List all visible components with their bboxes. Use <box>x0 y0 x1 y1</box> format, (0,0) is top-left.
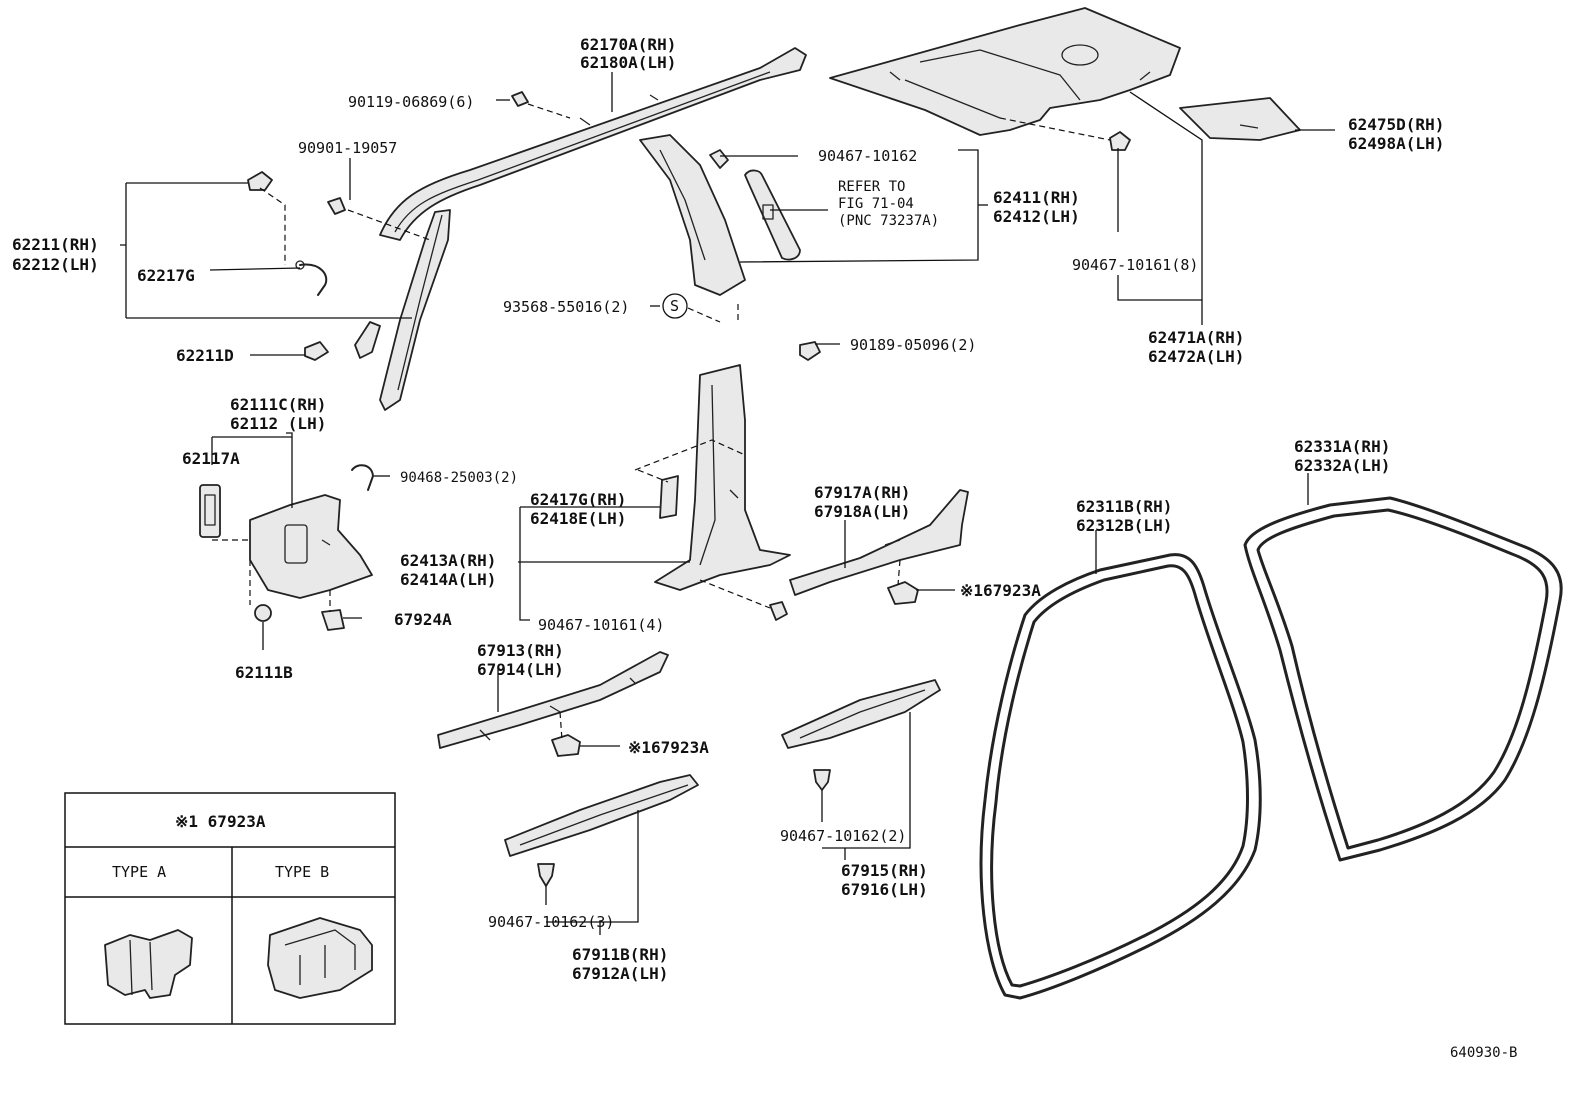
label-62411: 62411(RH) <box>993 188 1080 207</box>
dashed-assembly-lines <box>212 103 1111 741</box>
label-90467-10162-2: 90467-10162(2) <box>780 827 906 845</box>
screw-90467-10162-2 <box>813 769 831 791</box>
clip-type-a-drawing <box>104 929 193 999</box>
label-90468: 90468-25003(2) <box>400 470 518 486</box>
label-62212: 62212(LH) <box>12 255 99 274</box>
label-62311B: 62311B(RH) <box>1076 497 1172 516</box>
label-62111B: 62111B <box>235 663 293 682</box>
label-refer-to: REFER TO <box>838 179 905 195</box>
rear-scuff-67917A <box>789 489 969 596</box>
s-marker-circle <box>662 293 688 319</box>
scuff-plate-67911B <box>504 774 699 857</box>
label-62475D: 62475D(RH) <box>1348 115 1444 134</box>
label-167923A-front: ※167923A <box>628 738 709 757</box>
label-62312B: 62312B(LH) <box>1076 516 1172 535</box>
clip-90189-05096 <box>799 341 821 361</box>
clip-67924A <box>321 609 345 631</box>
scuff-plate-67915 <box>781 679 941 749</box>
label-62331A: 62331A(RH) <box>1294 437 1390 456</box>
cowl-side-trim-part <box>249 494 373 599</box>
label-62332A: 62332A(LH) <box>1294 456 1390 475</box>
label-90189: 90189-05096(2) <box>850 336 976 354</box>
label-67913: 67913(RH) <box>477 641 564 660</box>
assist-grip-part <box>744 169 801 261</box>
label-67916: 67916(LH) <box>841 880 928 899</box>
clip-90467-10161-8 <box>1109 131 1131 151</box>
figure-id: 640930-B <box>1450 1045 1517 1061</box>
label-90467-10162-3: 90467-10162(3) <box>488 913 614 931</box>
label-62412: 62412(LH) <box>993 207 1080 226</box>
clip-67923A-rear <box>887 581 919 605</box>
legend-type-a-label: TYPE A <box>112 863 166 881</box>
bolt-90119-06869 <box>511 91 529 107</box>
label-refer-fig: FIG 71-04 <box>838 196 914 212</box>
bolt-90901-19057 <box>327 197 346 215</box>
label-62417G: 62417G(RH) <box>530 490 626 509</box>
front-scuff-67913 <box>437 651 669 749</box>
label-62418E: 62418E(LH) <box>530 509 626 528</box>
clip-62111B <box>254 604 272 622</box>
label-62111C: 62111C(RH) <box>230 395 326 414</box>
label-62413A: 62413A(RH) <box>400 551 496 570</box>
label-67924A: 67924A <box>394 610 452 629</box>
label-62472A: 62472A(LH) <box>1148 347 1244 366</box>
clip-62211D <box>304 321 381 361</box>
label-93568: 93568-55016(2) <box>503 298 629 316</box>
legend-title: ※1 67923A <box>175 812 266 831</box>
label-90467-10161-8: 90467-10161(8) <box>1072 256 1198 274</box>
label-62211D: 62211D <box>176 346 234 365</box>
legend-type-b-label: TYPE B <box>275 863 329 881</box>
front-door-weatherstrip <box>979 553 1262 1000</box>
label-67912A: 67912A(LH) <box>572 964 668 983</box>
roof-side-rail-part <box>379 47 807 241</box>
label-67911B: 67911B(RH) <box>572 945 668 964</box>
label-62471A: 62471A(RH) <box>1148 328 1244 347</box>
label-62211: 62211(RH) <box>12 235 99 254</box>
wire-harness-62217G <box>295 260 328 296</box>
label-90467-10162-top: 90467-10162 <box>818 147 917 165</box>
label-refer-pnc: (PNC 73237A) <box>838 213 939 229</box>
label-167923A-rear: ※167923A <box>960 581 1041 600</box>
label-67918A: 67918A(LH) <box>814 502 910 521</box>
label-circle-s: S <box>670 297 679 315</box>
label-67915: 67915(RH) <box>841 861 928 880</box>
label-62170A: 62170A(RH) <box>580 35 676 54</box>
label-67917A: 67917A(RH) <box>814 483 910 502</box>
center-pillar-upper-part <box>639 134 746 296</box>
label-62414A: 62414A(LH) <box>400 570 496 589</box>
label-67914: 67914(LH) <box>477 660 564 679</box>
screw-90467-10162-3 <box>537 863 555 887</box>
label-90467-10161-4: 90467-10161(4) <box>538 616 664 634</box>
label-62112: 62112 (LH) <box>230 414 326 433</box>
label-90901: 90901-19057 <box>298 139 397 157</box>
label-62498A: 62498A(LH) <box>1348 134 1444 153</box>
center-pillar-lower-part <box>654 364 791 591</box>
clip-type-legend-box: ※1 67923A TYPE A TYPE B <box>64 792 396 1025</box>
leader-lines <box>120 72 1335 935</box>
label-62117A: 62117A <box>182 449 240 468</box>
label-90119: 90119-06869(6) <box>348 93 474 111</box>
label-62217G: 62217G <box>137 266 195 285</box>
part-labels: 62170A(RH) 62180A(LH) 90119-06869(6) 909… <box>12 35 1517 1061</box>
sunvisor-part <box>1179 97 1301 141</box>
front-pillar-garnish-part <box>379 209 451 411</box>
label-62180A: 62180A(LH) <box>580 53 676 72</box>
label-62417G <box>659 475 679 519</box>
clip-67923A-front <box>551 734 581 757</box>
vent-62117A <box>199 484 221 538</box>
headliner-part <box>829 7 1181 136</box>
clip-90468-25003 <box>351 464 374 491</box>
clip-90467-10161-4 <box>769 601 788 621</box>
pillar-cap-part <box>247 171 273 191</box>
clip-type-b-drawing <box>267 917 373 999</box>
rear-door-weatherstrip <box>1243 496 1563 862</box>
